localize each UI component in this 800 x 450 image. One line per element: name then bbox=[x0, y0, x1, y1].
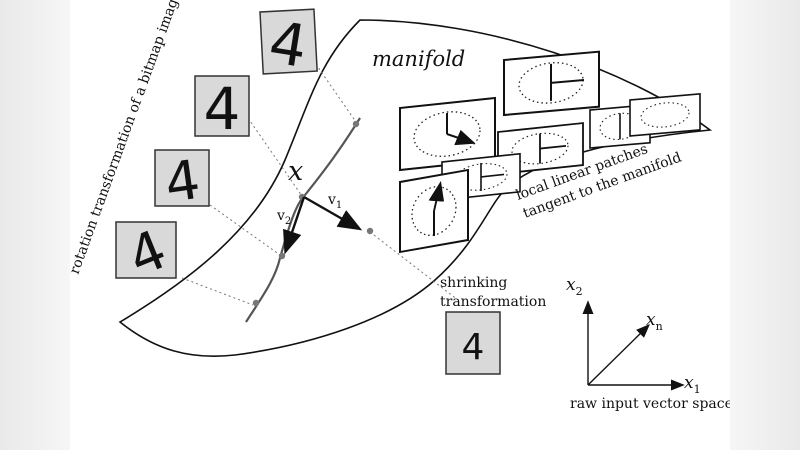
raw-space-caption: raw input vector space bbox=[570, 396, 730, 412]
shrink-point bbox=[366, 227, 374, 235]
digit-four: 4 bbox=[204, 75, 241, 143]
shrink-caption-line1: shrinking bbox=[440, 275, 507, 291]
vector-v1-label: v1 bbox=[327, 192, 342, 211]
left-margin-band bbox=[0, 0, 70, 450]
leader-lines bbox=[181, 59, 459, 306]
trajectory-point bbox=[252, 299, 260, 307]
rotated-digit-box-2: 4 bbox=[194, 75, 250, 143]
shrink-caption-line2: transformation bbox=[440, 294, 546, 310]
rotated-digit-box-1: 4 bbox=[259, 8, 318, 81]
trajectory-point bbox=[278, 252, 286, 260]
digit-four-small: 4 bbox=[462, 327, 485, 368]
leader-line-2 bbox=[247, 117, 303, 197]
axis-x1-label: x1 bbox=[684, 373, 701, 396]
rotation-trajectory-curve bbox=[245, 117, 361, 323]
tangent-patches bbox=[399, 50, 701, 254]
leader-line-3 bbox=[209, 204, 281, 256]
vector-v2-label: v2 bbox=[276, 208, 291, 227]
axis-x2-label: x2 bbox=[566, 275, 583, 298]
manifold-diagram: manifold rotation transformation of a bi… bbox=[70, 0, 730, 412]
rotated-digit-box-4: 4 bbox=[115, 218, 177, 289]
raw-space-axes bbox=[582, 300, 685, 391]
tangent-patch bbox=[503, 50, 600, 117]
diagram-canvas: manifold rotation transformation of a bi… bbox=[70, 0, 730, 450]
rotated-digit-box-3: 4 bbox=[154, 148, 210, 215]
axis-xn-label: xn bbox=[646, 310, 663, 333]
right-margin-band bbox=[730, 0, 800, 450]
trajectory-points bbox=[252, 120, 374, 307]
tangent-vector-v1 bbox=[303, 195, 363, 231]
tangent-vector-v2 bbox=[283, 196, 306, 255]
point-x-label: x bbox=[288, 156, 303, 187]
axis-xn bbox=[587, 324, 650, 386]
leader-line-shrink bbox=[369, 231, 459, 301]
tangent-patch bbox=[399, 168, 469, 254]
shrunk-digit-box: 4 bbox=[445, 311, 501, 375]
trajectory-point bbox=[352, 120, 360, 128]
tangent-patch bbox=[629, 93, 701, 137]
manifold-label: manifold bbox=[372, 47, 465, 71]
